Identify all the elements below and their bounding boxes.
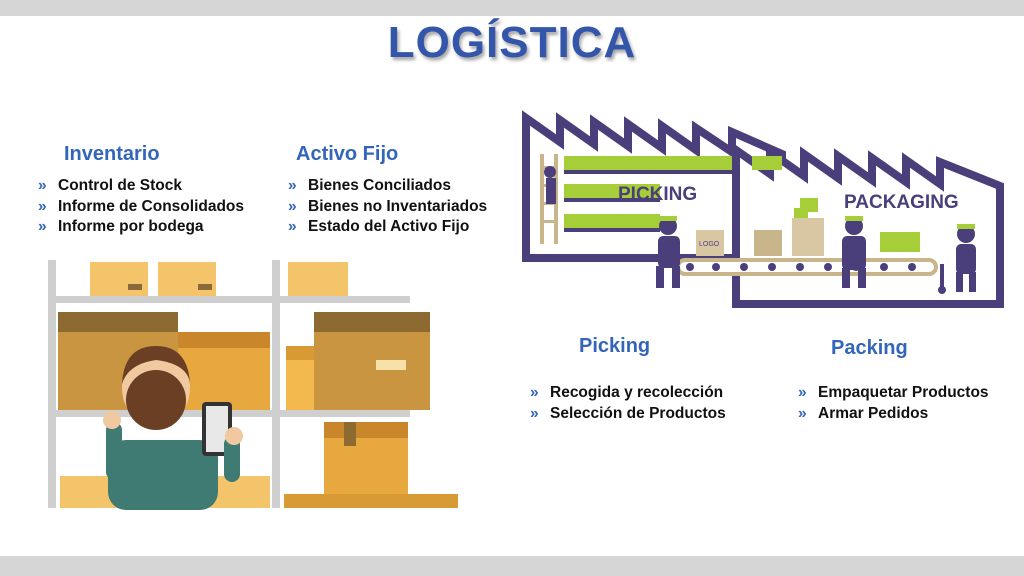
list-item: Informe de Consolidados <box>38 197 244 218</box>
inventario-list: Control de Stock Informe de Consolidados… <box>38 176 244 238</box>
packing-heading: Packing <box>831 337 908 359</box>
page-title: LOGÍSTICA <box>387 18 637 67</box>
warehouse-worker-tablet-icon <box>48 260 458 510</box>
picking-sign: PICKING <box>618 184 697 205</box>
list-item: Bienes Conciliados <box>288 176 487 197</box>
picking-heading: Picking <box>579 335 651 357</box>
inventario-heading: Inventario <box>64 143 160 165</box>
list-item: Empaquetar Productos <box>798 383 989 404</box>
top-band <box>0 0 1024 16</box>
list-item: Control de Stock <box>38 176 244 197</box>
packaging-sign: PACKAGING <box>844 192 959 213</box>
list-item: Armar Pedidos <box>798 404 989 425</box>
picking-packaging-factory-icon: PICKING PACKAGING LOGO <box>522 110 1004 308</box>
list-item: Informe por bodega <box>38 217 244 238</box>
list-item: Recogida y recolección <box>530 383 726 404</box>
activo-fijo-heading: Activo Fijo <box>296 143 399 165</box>
list-item: Selección de Productos <box>530 404 726 425</box>
picking-list: Recogida y recolección Selección de Prod… <box>530 383 726 424</box>
list-item: Bienes no Inventariados <box>288 197 487 218</box>
bottom-band <box>0 556 1024 576</box>
list-item: Estado del Activo Fijo <box>288 217 487 238</box>
logo-box-label: LOGO <box>699 241 720 248</box>
packing-list: Empaquetar Productos Armar Pedidos <box>798 383 989 424</box>
activo-fijo-list: Bienes Conciliados Bienes no Inventariad… <box>288 176 487 238</box>
